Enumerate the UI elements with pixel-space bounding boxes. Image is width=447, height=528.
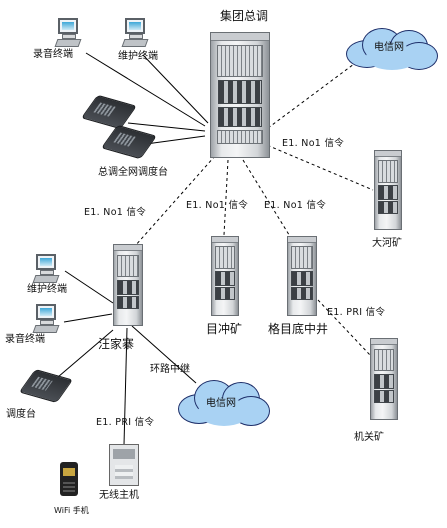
link-wjz-telecom (131, 325, 197, 384)
dispatch-console-label: 调度台 (6, 409, 36, 420)
wireless-host-label: 无线主机 (99, 490, 139, 501)
wireless-host-icon (109, 444, 139, 486)
recording-terminal-label: 录音终端 (33, 49, 73, 60)
signal-e1-no1-right: E1. No1 信令 (282, 138, 345, 149)
telecom-cloud-top: 电信网 (346, 26, 438, 70)
muchong-label: 目冲矿 (206, 322, 243, 336)
loop-relay-label: 环路中继 (150, 364, 190, 375)
link-hq-wangjiazhai (134, 155, 216, 247)
signal-e1-no1-mid2: E1. No1 信令 (264, 200, 327, 211)
link-hq-dahe (261, 142, 374, 191)
link-hq-maintenance-terminal (142, 54, 209, 124)
maintenance-terminal-2-icon (32, 254, 60, 284)
signal-e1-pri-right: E1. PRI 信令 (327, 307, 386, 318)
jiguan-rack (370, 338, 398, 420)
wangjiazhai-rack (113, 244, 143, 326)
recording-terminal-icon (54, 18, 82, 48)
maintenance-terminal-2-label: 维护终端 (27, 284, 67, 295)
muchong-rack (211, 236, 239, 316)
link-hq-muchong (223, 159, 229, 236)
recording-terminal-2-label: 录音终端 (5, 334, 45, 345)
gemudi-rack (287, 236, 317, 316)
link-wjz-maintenance-terminal (64, 270, 114, 304)
wifi-phone-icon (60, 462, 78, 496)
telecom-net-bottom-label: 电信网 (206, 398, 236, 409)
maintenance-terminal-label: 维护终端 (118, 51, 158, 62)
link-hq-gemudi (242, 159, 292, 239)
signal-e1-pri-bottom: E1. PRI 信令 (96, 417, 155, 428)
link-hq-recording-terminal (85, 52, 206, 127)
link-wjz-dispatch-console (57, 329, 114, 378)
telecom-net-top-label: 电信网 (374, 42, 404, 53)
signal-e1-no1-mid1: E1. No1 信令 (186, 200, 249, 211)
link-wjz-recording-terminal (63, 313, 113, 323)
link-wjz-wireless-host (123, 327, 128, 446)
maintenance-terminal-icon (121, 18, 149, 48)
recording-terminal-2-icon (32, 304, 60, 334)
signal-e1-no1-left: E1. No1 信令 (84, 207, 147, 218)
telecom-cloud-bottom: 电信网 (178, 378, 270, 426)
jiguan-label: 机关矿 (354, 432, 384, 443)
hq-rack (210, 32, 270, 158)
link-hq-console-2 (145, 135, 206, 145)
wangjiazhai-label: 汪家寨 (98, 337, 135, 351)
link-hq-console-1 (127, 122, 206, 132)
gemudi-label: 格目底中井 (268, 322, 329, 336)
dahe-label: 大河矿 (372, 238, 402, 249)
wifi-phone-label: WiFi 手机 (54, 506, 89, 515)
dahe-rack (374, 150, 402, 230)
link-gemudi-jiguan (317, 299, 371, 356)
dispatch-console-all-label: 总调全网调度台 (98, 167, 168, 178)
hq-label: 集团总调 (220, 9, 269, 23)
link-hq-telecom (267, 63, 355, 129)
